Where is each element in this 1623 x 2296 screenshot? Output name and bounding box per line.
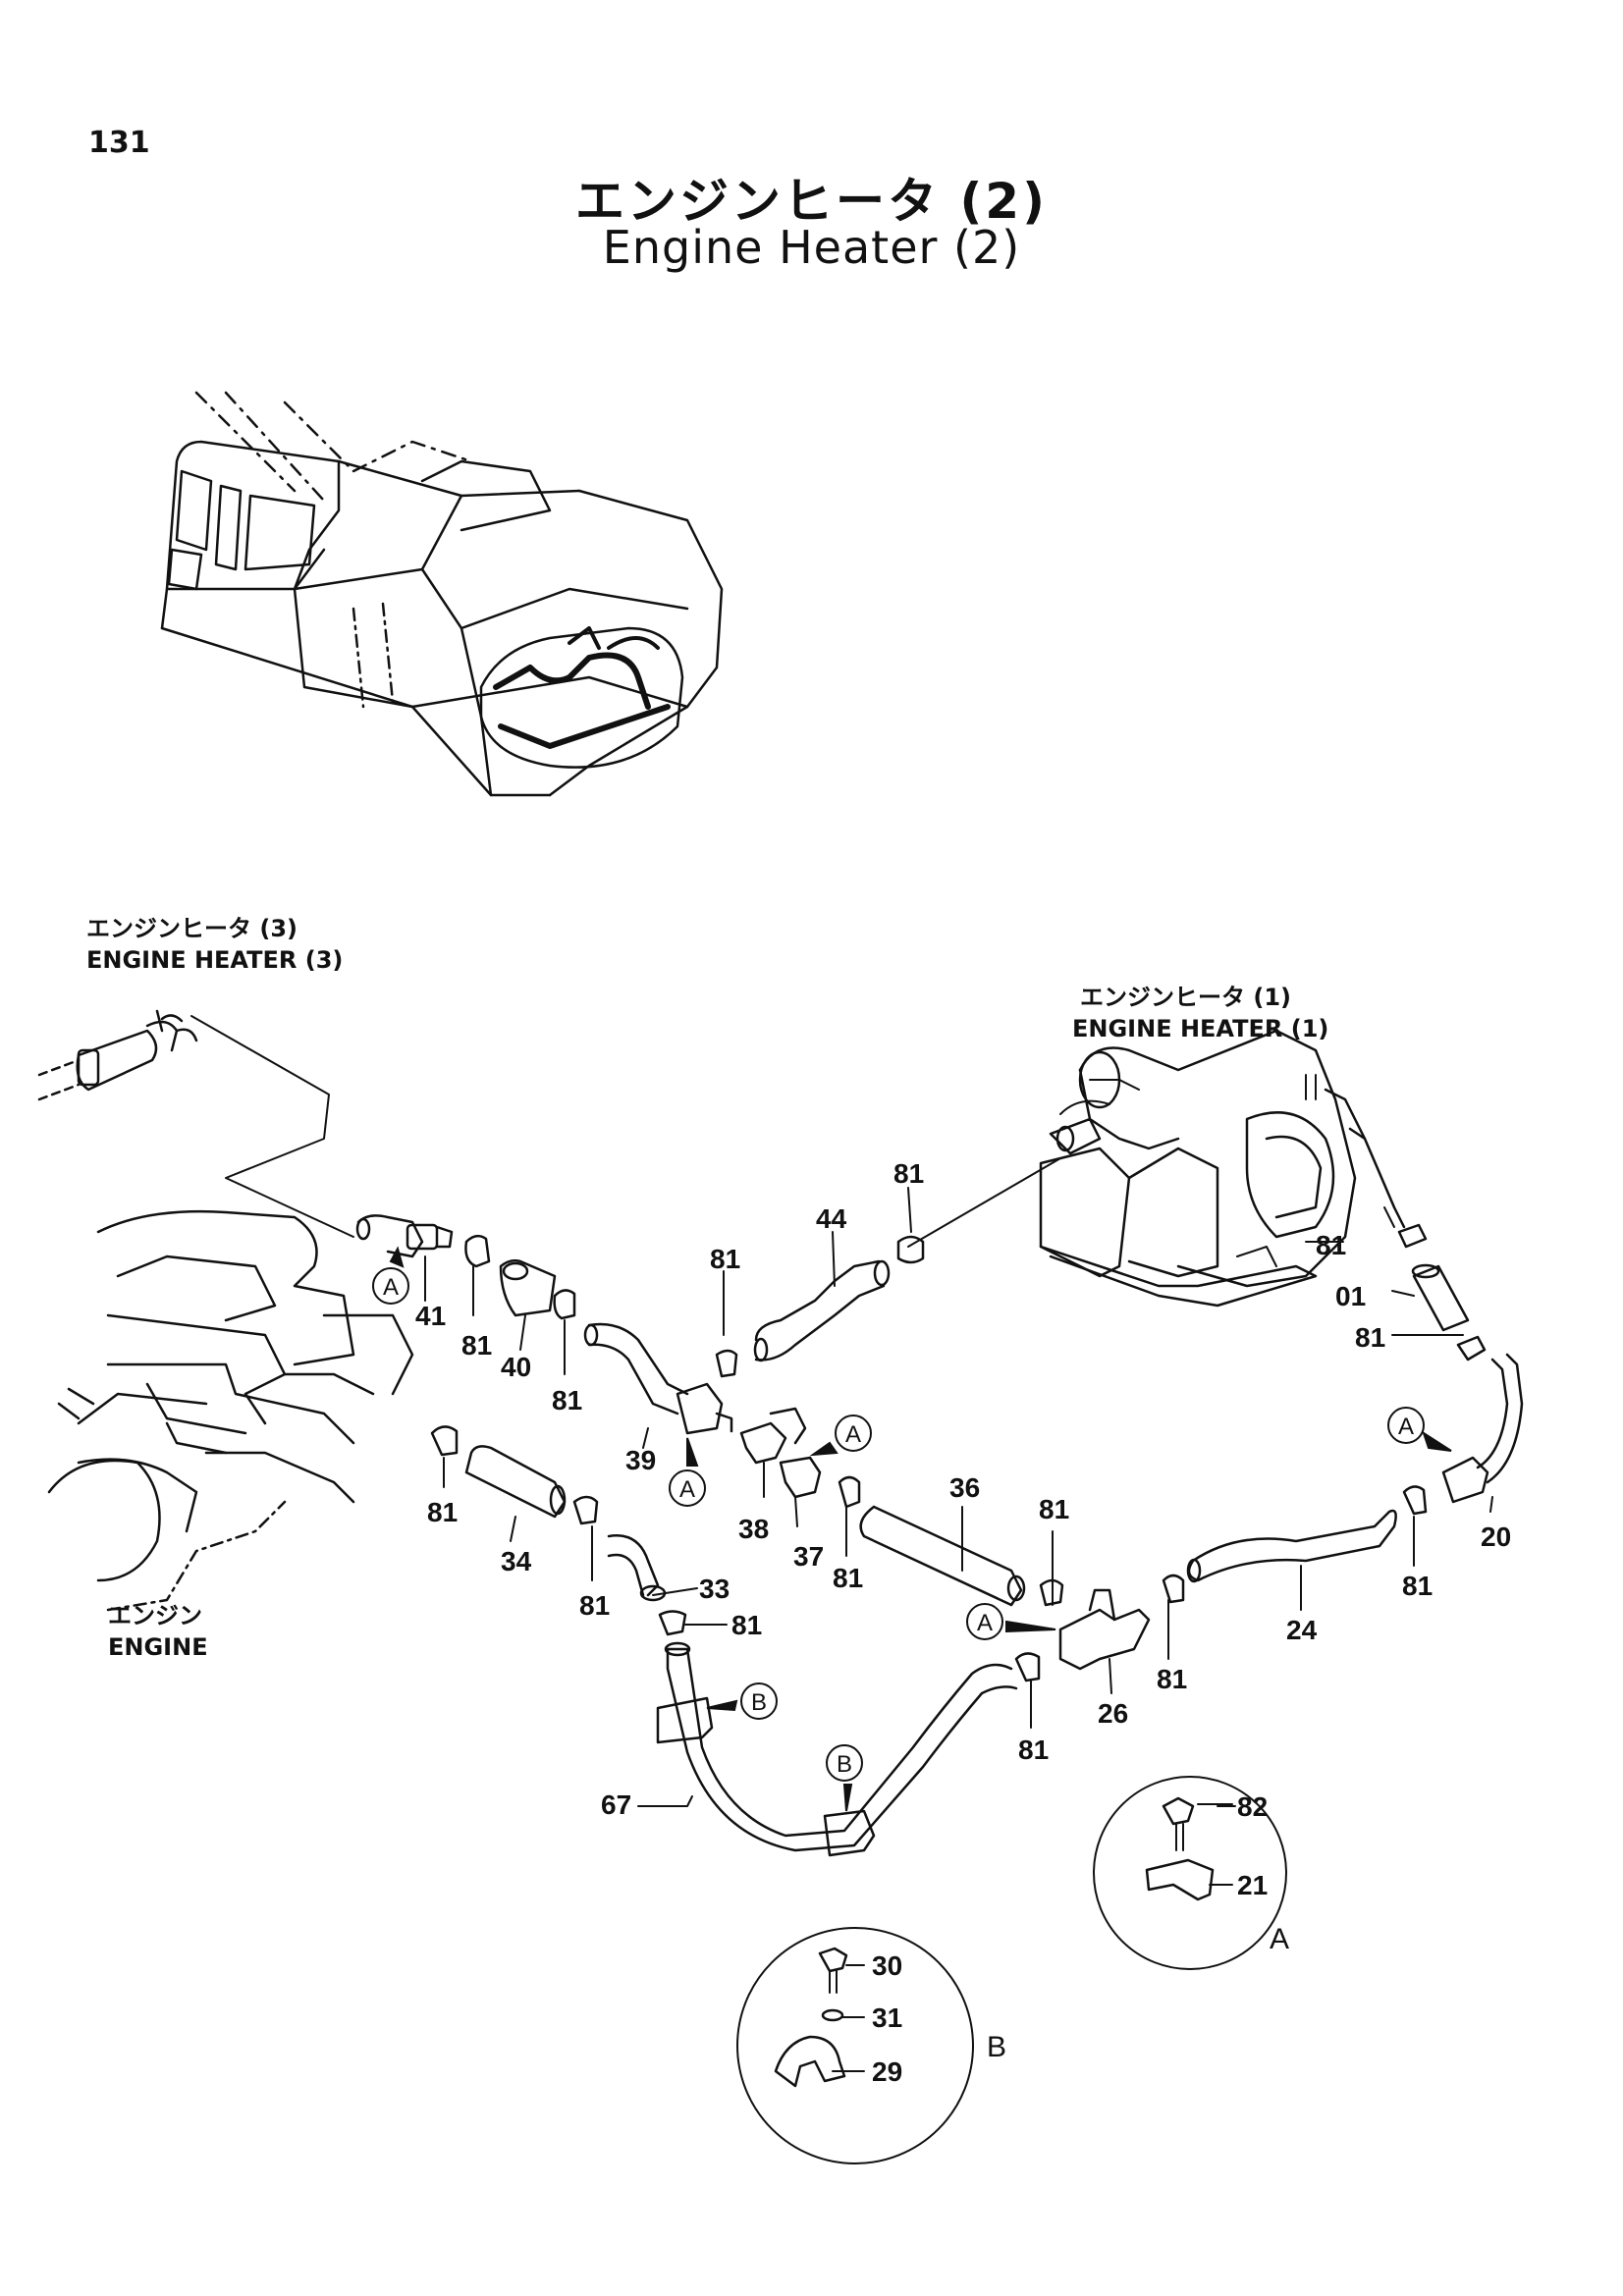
callout-b-1: B	[751, 1689, 767, 1716]
detail-b-label: B	[987, 2031, 1006, 2063]
callout-a-5: A	[977, 1610, 993, 1636]
part-24: 24	[1286, 1615, 1318, 1645]
ref-heater1-jp: エンジンヒータ (1)	[1080, 984, 1291, 1011]
part-81-i: 81	[1018, 1735, 1049, 1765]
engine-heater-3-stub	[37, 1009, 198, 1101]
detail-circle-b	[736, 1927, 974, 2164]
page-title-japanese: エンジンヒータ (2)	[575, 173, 1048, 230]
part-81-k: 81	[833, 1563, 863, 1593]
part-31: 31	[872, 2002, 902, 2033]
part-26: 26	[1098, 1698, 1128, 1729]
engine-block	[47, 1209, 414, 1612]
part-81-b: 81	[552, 1385, 582, 1415]
page-number: 131	[88, 126, 150, 160]
part-34: 34	[501, 1546, 532, 1576]
callout-a-3: A	[845, 1421, 861, 1448]
part-41: 41	[415, 1301, 446, 1331]
ref-engine-jp: エンジン	[108, 1602, 202, 1629]
part-01: 01	[1335, 1281, 1366, 1311]
part-82: 82	[1237, 1791, 1268, 1822]
ref-engine-en: ENGINE	[108, 1633, 208, 1661]
ref-heater3-en: ENGINE HEATER (3)	[86, 946, 344, 974]
part-81-h: 81	[1157, 1664, 1187, 1694]
callout-a-4: A	[1398, 1414, 1414, 1440]
part-33: 33	[699, 1574, 730, 1604]
part-81-a: 81	[461, 1330, 492, 1361]
ref-heater3-jp: エンジンヒータ (3)	[86, 915, 298, 942]
part-81-c: 81	[710, 1244, 740, 1274]
ref-heater1-en: ENGINE HEATER (1)	[1072, 1015, 1329, 1042]
part-21: 21	[1237, 1870, 1268, 1900]
part-30: 30	[872, 1950, 902, 1981]
part-38: 38	[738, 1514, 769, 1544]
excavator-overview	[160, 391, 724, 797]
engine-heater-1-unit	[1039, 1029, 1406, 1308]
connection-lines	[190, 1015, 1395, 1248]
part-81-f: 81	[1355, 1322, 1385, 1353]
part-44: 44	[816, 1203, 847, 1234]
callout-markers	[372, 1246, 1452, 1812]
part-81-j: 81	[1039, 1494, 1069, 1524]
detail-a-label: A	[1270, 1923, 1289, 1955]
page-title-english: Engine Heater (2)	[602, 221, 1021, 274]
part-29: 29	[872, 2056, 902, 2087]
part-81-e: 81	[1316, 1230, 1346, 1260]
callout-a-1: A	[383, 1274, 399, 1301]
callout-a-2: A	[679, 1476, 695, 1503]
part-81-n: 81	[731, 1610, 762, 1640]
leader-lines	[424, 1187, 1493, 1807]
hose-assembly	[355, 1214, 1524, 1857]
part-36: 36	[949, 1472, 980, 1503]
part-81-m: 81	[427, 1497, 458, 1527]
part-81-d: 81	[893, 1158, 924, 1189]
part-20: 20	[1481, 1522, 1511, 1552]
part-37: 37	[793, 1541, 824, 1572]
callout-b-2: B	[837, 1751, 852, 1778]
part-39: 39	[625, 1445, 656, 1475]
part-40: 40	[501, 1352, 531, 1382]
part-81-g: 81	[1402, 1571, 1433, 1601]
part-81-l: 81	[579, 1590, 610, 1621]
detail-circle-a	[1093, 1776, 1287, 1970]
part-67: 67	[601, 1789, 631, 1820]
